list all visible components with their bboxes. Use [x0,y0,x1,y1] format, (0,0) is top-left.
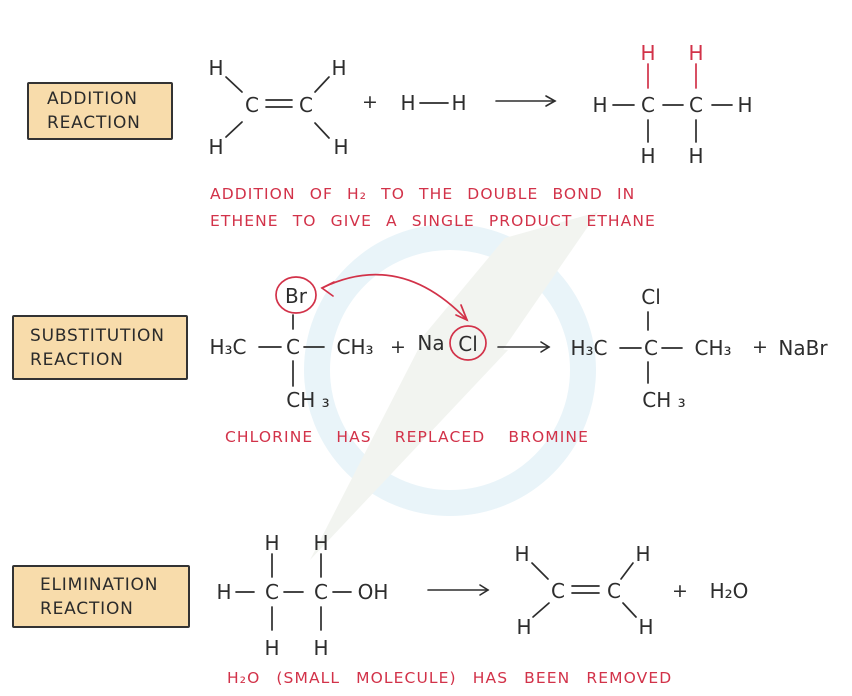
added-h-atom: H [688,41,703,65]
atom-c: C [607,579,621,603]
group-ch3: CH₃ [694,336,731,360]
group-h3c: H₃C [209,335,246,359]
elimination-label-line2: REACTION [40,598,134,619]
addition-label-box: ADDITION REACTION [27,82,173,140]
addition-caption-line2: ETHENE TO GIVE A SINGLE PRODUCT ETHANE [210,212,656,230]
atom-h: H [514,542,529,566]
atom-h: H [640,144,655,168]
added-h-atom: H [640,41,655,65]
plus-sign: + [752,336,768,358]
atom-h: H [333,135,348,159]
br-highlight-circle [275,276,317,314]
atom-h: H [516,615,531,639]
group-ch3: CH₃ [336,335,373,359]
group-ch3: CH ₃ [286,388,329,412]
atom-cl: Cl [641,285,661,309]
atom-h: H [331,56,346,80]
ethanol-bonds [235,553,352,631]
addition-label-line2: REACTION [47,113,141,133]
atom-h: H [208,56,223,80]
plus-sign: + [362,91,378,113]
atom-h: H [313,636,328,660]
substitution-caption: CHLORINE HAS REPLACED BROMINE [225,428,589,446]
substitution-label-line1: SUBSTITUTION [30,325,165,346]
substitution-equation: Br H₃C C CH₃ CH ₃ + Na Cl Cl [209,273,828,412]
atom-c: C [644,336,658,360]
elimination-equation: H H H C C OH H H H H H H C C + H₂O [216,531,749,660]
atom-h: H [688,144,703,168]
reaction-arrow [497,341,551,353]
elimination-caption: H₂O (SMALL MOLECULE) HAS BEEN REMOVED [227,669,673,687]
addition-label-line1: ADDITION [47,89,138,109]
atom-h: H [208,135,223,159]
atom-h: H [638,615,653,639]
atom-c: C [314,580,328,604]
ethene-bonds [531,562,637,618]
atom-h: H [264,531,279,555]
atom-h: H [635,542,650,566]
swap-curved-arrow [320,273,469,322]
reaction-arrow [427,584,490,596]
atom-br: Br [285,284,308,308]
reactant-bonds [258,314,325,387]
elimination-label-line1: ELIMINATION [40,574,159,595]
product-bonds [619,311,683,384]
atom-c: C [299,93,313,117]
atom-h: H [451,91,466,115]
addition-equation: H H H H C C + H H H H H C C H H [208,41,752,168]
substitution-label-line2: REACTION [30,349,124,370]
plus-sign: + [390,336,406,358]
group-ch3: CH ₃ [642,388,685,412]
atom-c: C [689,93,703,117]
substitution-label-box: SUBSTITUTION REACTION [12,315,188,380]
group-oh: OH [358,580,389,604]
atom-h: H [592,93,607,117]
group-h3c: H₃C [570,336,607,360]
elimination-label-box: ELIMINATION REACTION [12,565,190,628]
plus-sign: + [672,580,688,602]
compound-nabr: NaBr [778,336,828,360]
molecule-h2o: H₂O [710,579,749,603]
atom-h: H [737,93,752,117]
atom-h: H [264,636,279,660]
atom-cl: Cl [458,332,478,356]
atom-c: C [245,93,259,117]
atom-na: Na [417,331,444,355]
addition-caption: ADDITION OF H₂ TO THE DOUBLE BOND IN ETH… [210,181,656,235]
atom-h: H [400,91,415,115]
ethane-bonds [612,63,733,143]
reaction-arrow [495,95,557,107]
atom-c: C [641,93,655,117]
atom-c: C [265,580,279,604]
addition-caption-line1: ADDITION OF H₂ TO THE DOUBLE BOND IN [210,185,636,203]
atom-h: H [313,531,328,555]
ethene-bonds [225,76,330,139]
cl-highlight-circle [449,325,487,361]
atom-c: C [551,579,565,603]
atom-h: H [216,580,231,604]
atom-c: C [286,335,300,359]
